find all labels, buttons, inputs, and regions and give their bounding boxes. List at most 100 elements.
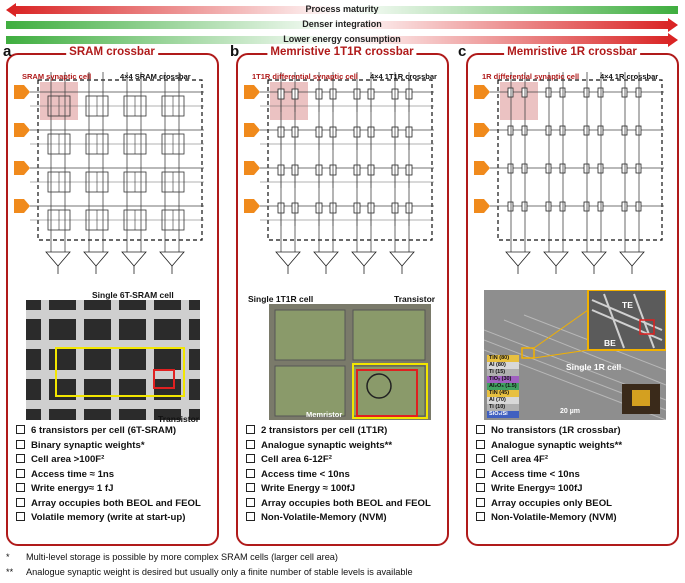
stack-layer: Al₂O₃ (1.5) (487, 383, 519, 390)
bullet-item: Array occupies both BEOL and FEOL (16, 497, 201, 512)
panel-b-letter: b (230, 43, 240, 60)
input-arrow-icon (14, 199, 30, 213)
sram-crossbar-label: 4×4 SRAM crossbar (120, 72, 191, 81)
checkbox-icon (476, 468, 485, 478)
checkbox-icon (246, 439, 255, 449)
checkbox-icon (16, 454, 25, 463)
panel-c-letter: c (458, 43, 467, 60)
output-buffer-icon (505, 251, 531, 267)
panel-a-letter: a (3, 43, 12, 60)
memristor-icon (545, 201, 552, 212)
panel-a-title: SRAM crossbar (66, 45, 158, 60)
checkbox-icon (246, 425, 255, 434)
bullet-item: Write Energy≈ 100fJ (476, 482, 622, 497)
checkbox-icon (476, 425, 485, 434)
bullet-text: Binary synaptic weights* (31, 439, 145, 451)
bullet-text: Access time < 10ns (261, 468, 350, 480)
checkbox-icon (246, 497, 255, 507)
checkbox-icon (246, 483, 255, 492)
1t1r-memristor-label: Memristor (306, 410, 343, 419)
bullet-item: Access time < 10ns (246, 468, 431, 483)
bullet-item: Analogue synaptic weights** (246, 439, 431, 454)
bullet-item: Array occupies both BEOL and FEOL (246, 497, 431, 512)
bullet-item: 2 transistors per cell (1T1R) (246, 424, 431, 439)
memristor-icon (521, 87, 528, 98)
stack-layer: Al (70) (487, 397, 519, 404)
checkbox-icon (476, 512, 485, 521)
bullet-text: Access time ≈ 1ns (31, 468, 115, 480)
memristor-icon (521, 125, 528, 136)
checkbox-icon (476, 439, 485, 449)
input-arrow-icon (474, 123, 490, 137)
checkbox-icon (16, 512, 25, 521)
input-arrow-icon (14, 161, 30, 175)
bullet-text: Write energy≈ 1 fJ (31, 483, 114, 494)
memristor-icon (621, 125, 628, 136)
input-arrow-icon (244, 199, 260, 213)
bullet-item: Array occupies only BEOL (476, 497, 622, 512)
bullet-item: 6 transistors per cell (6T-SRAM) (16, 424, 201, 439)
bullet-item: Non-Volatile-Memory (NVM) (476, 511, 622, 526)
1r-be-label: BE (604, 338, 616, 348)
memristor-icon (507, 163, 514, 174)
memristor-icon (507, 125, 514, 136)
1r-bullets: No transistors (1R crossbar)Analogue syn… (476, 424, 622, 526)
crossbar-boundary (497, 79, 663, 241)
checkbox-icon (16, 439, 25, 449)
bullet-text: Non-Volatile-Memory (NVM) (491, 512, 617, 523)
checkbox-icon (476, 483, 485, 492)
input-arrow-icon (474, 161, 490, 175)
1t1r-crossbar-schematic (244, 72, 434, 274)
sram-cell-label: SRAM synaptic cell (22, 72, 92, 81)
1r-material-stack: TiN (80)Al (80)Ti (15)TiOₓ (30)Al₂O₃ (1.… (487, 355, 519, 418)
memristor-icon (635, 87, 642, 98)
process-maturity-arrow: Process maturity (6, 3, 678, 17)
memristor-icon (559, 163, 566, 174)
bullet-text: Array occupies both BEOL and FEOL (31, 497, 201, 509)
memristor-icon (597, 201, 604, 212)
memristor-icon (597, 125, 604, 136)
footnote-1-text: Multi-level storage is possible by more … (26, 552, 338, 562)
stack-layer: TiN (80) (487, 355, 519, 362)
highlighted-cell (500, 82, 538, 120)
bullet-text: Volatile memory (write at start-up) (31, 512, 186, 523)
bullet-item: Analogue synaptic weights** (476, 439, 622, 454)
bullet-item: Cell area 6-12F² (246, 453, 431, 468)
memristor-icon (507, 201, 514, 212)
input-arrow-icon (14, 123, 30, 137)
1r-image-label: Single 1R cell (566, 362, 622, 372)
lower-energy-label: Lower energy consumption (283, 34, 401, 44)
stack-layer: TiN (45) (487, 390, 519, 397)
output-buffer-icon (351, 251, 377, 267)
input-arrow-icon (14, 85, 30, 99)
input-arrow-icon (474, 85, 490, 99)
memristor-icon (559, 87, 566, 98)
bullet-text: Cell area 6-12F² (261, 454, 332, 465)
bullet-item: Write energy≈ 1 fJ (16, 482, 201, 497)
stack-layer: TiOₓ (30) (487, 376, 519, 383)
memristor-icon (621, 163, 628, 174)
checkbox-icon (16, 497, 25, 507)
bullet-text: Non-Volatile-Memory (NVM) (261, 512, 387, 523)
checkbox-icon (476, 454, 485, 463)
bullet-item: No transistors (1R crossbar) (476, 424, 622, 439)
footnote-1: *Multi-level storage is possible by more… (6, 552, 338, 562)
1t1r-crossbar-label: 4×4 1T1R crossbar (370, 72, 437, 81)
output-buffer-icon (313, 251, 339, 267)
bullet-item: Write Energy ≈ 100fJ (246, 482, 431, 497)
crossbar-boundary (267, 79, 433, 241)
memristor-icon (597, 163, 604, 174)
footnote-2-mark: ** (6, 567, 14, 577)
bullet-text: 6 transistors per cell (6T-SRAM) (31, 425, 177, 436)
memristor-icon (621, 201, 628, 212)
1t1r-transistor-label: Transistor (394, 294, 436, 304)
1r-cell-label: 1R differential synaptic cell (482, 72, 580, 81)
footnote-2-text: Analogue synaptic weight is desired but … (26, 567, 413, 577)
panel-c-title: Memristive 1R crossbar (504, 45, 640, 60)
memristor-icon (583, 163, 590, 174)
stack-layer: SiO₂/Si (487, 411, 519, 418)
1r-te-label: TE (622, 300, 633, 310)
input-arrow-icon (244, 85, 260, 99)
panel-b-title: Memristive 1T1R crossbar (267, 45, 417, 60)
bullet-item: Volatile memory (write at start-up) (16, 511, 201, 526)
